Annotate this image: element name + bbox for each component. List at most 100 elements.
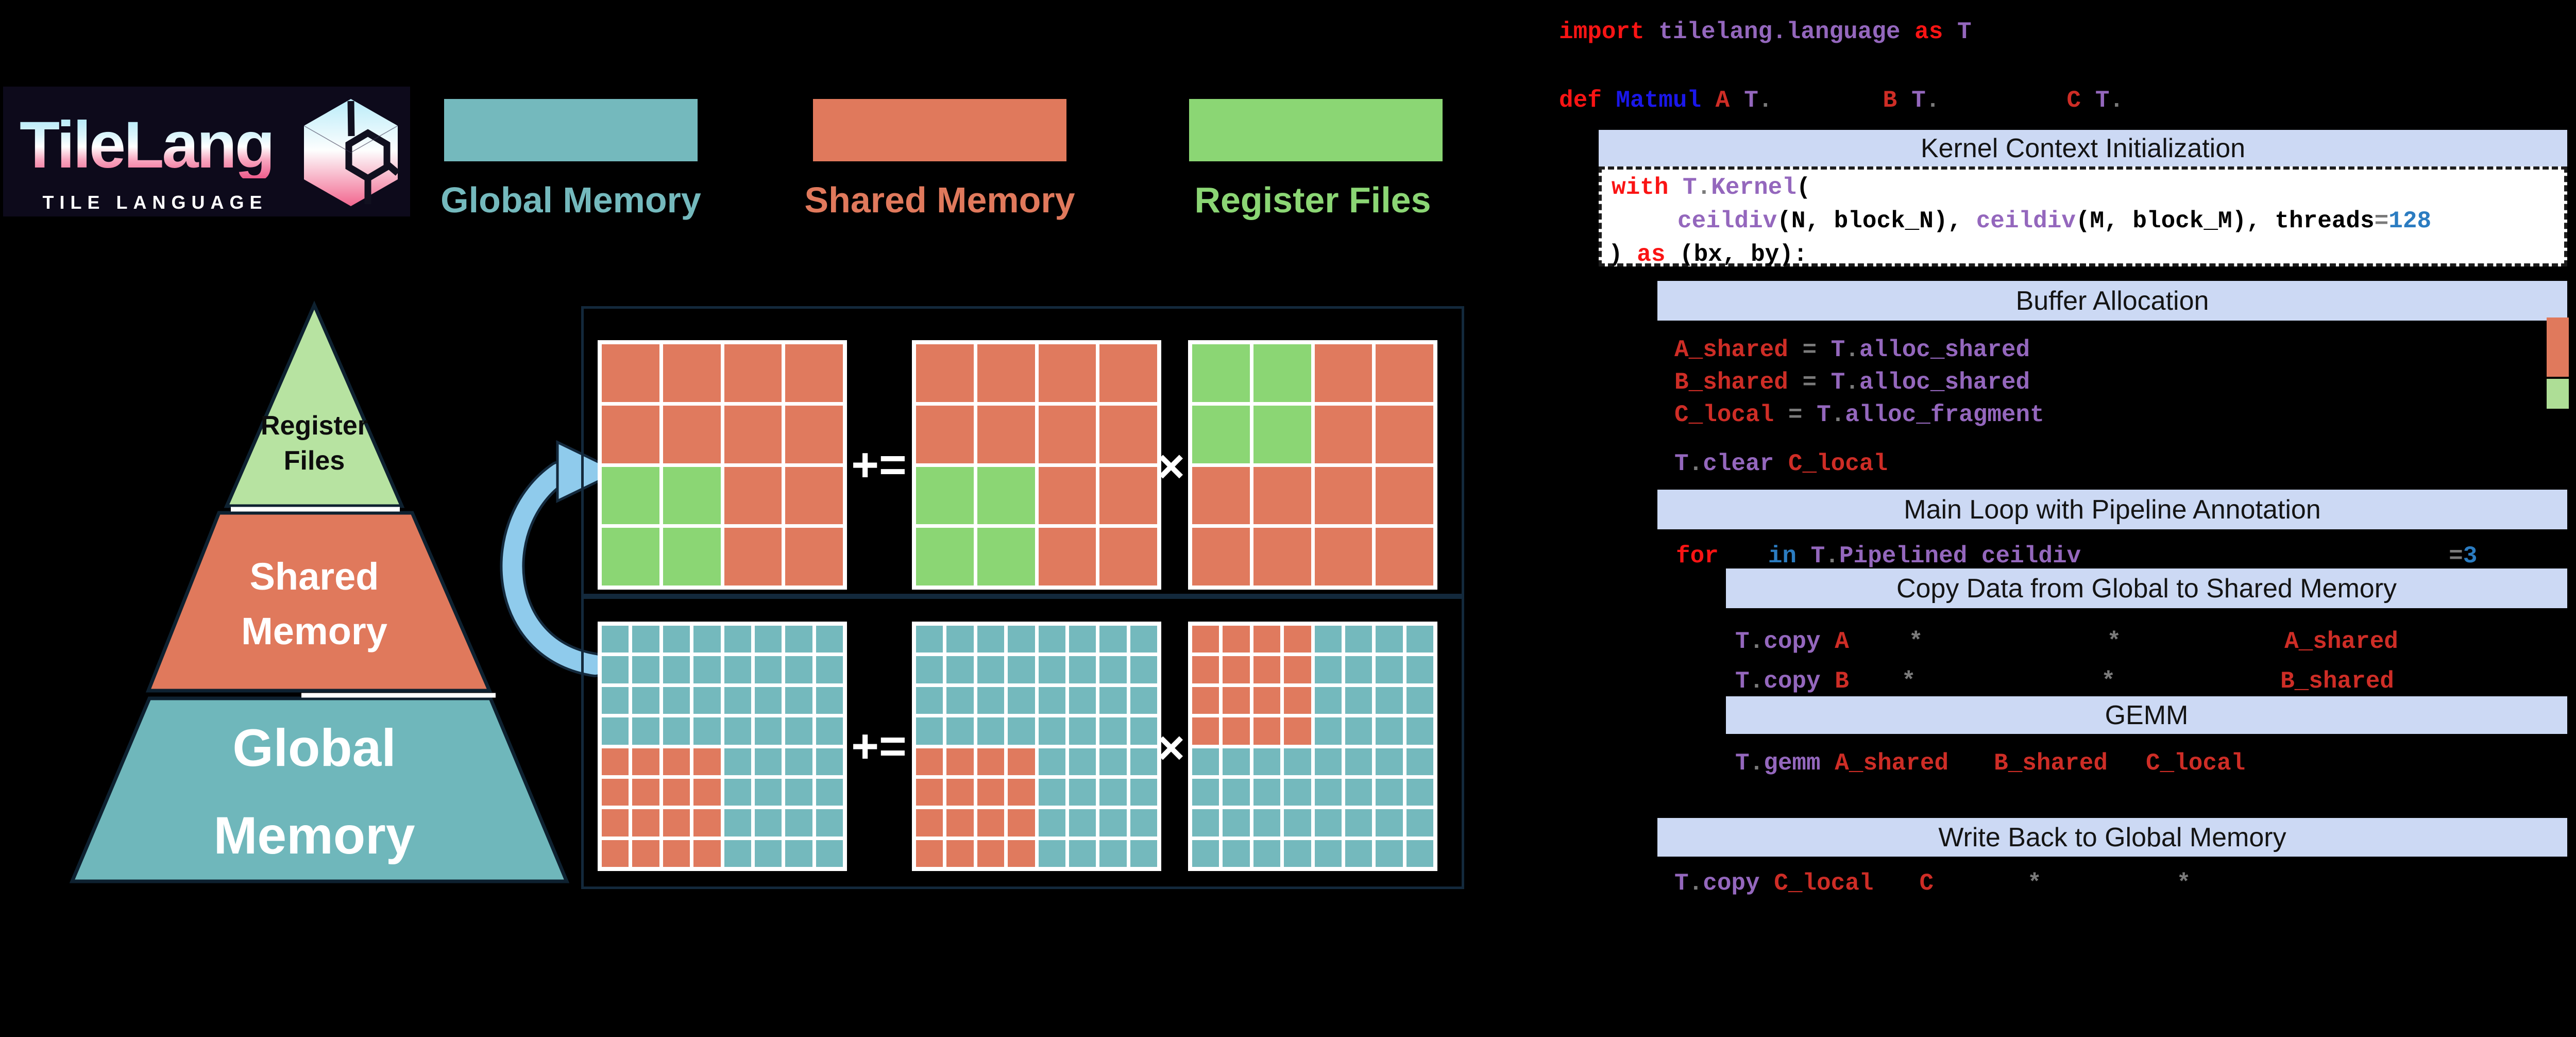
matrix-cell bbox=[1253, 778, 1281, 806]
matrix-cell bbox=[1192, 656, 1219, 683]
matrix-cell bbox=[785, 840, 812, 867]
matrix-cell bbox=[1223, 656, 1250, 683]
matrix-cell bbox=[946, 840, 974, 867]
code-token: (M, block_M), bbox=[2075, 208, 2275, 235]
matrix-cell bbox=[1253, 656, 1281, 683]
matrix-cell bbox=[946, 687, 974, 714]
legend-label-global: Global Memory bbox=[440, 180, 701, 220]
code-gap bbox=[2042, 889, 2177, 890]
matrix-cell bbox=[916, 466, 974, 525]
code-token: C_local bbox=[2145, 750, 2246, 777]
matrix-cell bbox=[916, 840, 943, 867]
code-token: as bbox=[1637, 241, 1680, 268]
code-token: T bbox=[1674, 870, 1689, 897]
code-token: alloc_fragment bbox=[1845, 402, 2044, 428]
matrix-cell bbox=[1038, 626, 1065, 653]
memory-pyramid bbox=[69, 300, 570, 883]
matrix-cell bbox=[916, 687, 943, 714]
matrix-cell bbox=[1069, 748, 1096, 775]
matrix-cell bbox=[1376, 528, 1433, 586]
kernel-context-box bbox=[1599, 166, 2567, 266]
code-gap bbox=[1934, 889, 2027, 890]
matrix-cell bbox=[1376, 626, 1403, 653]
matrix-cell bbox=[977, 687, 1005, 714]
matrix-cell bbox=[724, 626, 751, 653]
matrix-cell bbox=[977, 528, 1035, 586]
code-token: . bbox=[1925, 87, 1940, 114]
code-token: threads bbox=[2275, 208, 2375, 235]
section-header-copy-global-to-shared: Copy Data from Global to Shared Memory bbox=[1726, 568, 2567, 608]
matrix-cell bbox=[785, 778, 812, 806]
matrix-cell bbox=[632, 717, 659, 745]
matrix-cell bbox=[724, 717, 751, 745]
matrix-cell bbox=[1069, 778, 1096, 806]
matrix-cell bbox=[1314, 656, 1342, 683]
matrix-cell bbox=[724, 748, 751, 775]
code-token: copy bbox=[1703, 870, 1774, 897]
code-token: * bbox=[2027, 870, 2042, 897]
matrix-cell bbox=[693, 748, 721, 775]
matrix-cell bbox=[946, 778, 974, 806]
matrix-cell bbox=[693, 717, 721, 745]
code-line: with T.Kernel( bbox=[1612, 173, 1811, 203]
matrix-cell bbox=[1069, 809, 1096, 837]
matrix-cell bbox=[1192, 344, 1250, 402]
matrix-cell bbox=[816, 840, 843, 867]
section-header-main-loop: Main Loop with Pipeline Annotation bbox=[1657, 490, 2567, 529]
matrix-cell bbox=[916, 528, 974, 586]
matrix-cell bbox=[1253, 748, 1281, 775]
code-line: ceildiv(N, block_N), ceildiv(M, block_M)… bbox=[1677, 206, 2431, 236]
logo-title: TileLang bbox=[20, 112, 298, 178]
matrix-cell bbox=[663, 528, 721, 586]
code-token: . bbox=[1749, 750, 1764, 777]
matrix-cell bbox=[754, 748, 782, 775]
code-gap bbox=[2081, 106, 2095, 107]
code-line: B_shared = T.alloc_shared bbox=[1674, 367, 2030, 397]
matrix-cell bbox=[1253, 626, 1281, 653]
matrix-cell bbox=[1099, 717, 1127, 745]
code-token: alloc_shared bbox=[1859, 337, 2030, 363]
matrix-cell bbox=[663, 687, 690, 714]
register-file-color-bar bbox=[2547, 379, 2569, 409]
matrix-cell bbox=[632, 809, 659, 837]
code-gap bbox=[1719, 561, 1768, 562]
code-token: T bbox=[1831, 369, 1845, 396]
matrix-cell bbox=[1345, 840, 1372, 867]
matrix-cell bbox=[1223, 840, 1250, 867]
matrix-cell bbox=[1253, 717, 1281, 745]
matrix-cell bbox=[785, 344, 843, 402]
matrix-cell bbox=[1314, 405, 1372, 463]
matrix-cell bbox=[977, 717, 1005, 745]
matrix-cell bbox=[693, 626, 721, 653]
matrix-cell bbox=[816, 687, 843, 714]
code-token: B bbox=[1883, 87, 1897, 114]
matrix-cell bbox=[977, 656, 1005, 683]
code-token: = bbox=[2374, 208, 2389, 235]
matrix-cell bbox=[1099, 626, 1127, 653]
matrix-cell bbox=[1314, 809, 1342, 837]
code-token: def bbox=[1559, 87, 1616, 114]
matrix-cell bbox=[754, 626, 782, 653]
matrix-cell bbox=[1314, 717, 1342, 745]
matrix-cell bbox=[946, 656, 974, 683]
matrix-cell bbox=[602, 778, 629, 806]
matrix-cell bbox=[1406, 809, 1433, 837]
matrix-cell bbox=[1284, 626, 1311, 653]
matrix-cell bbox=[977, 840, 1005, 867]
matrix-cell bbox=[1314, 466, 1372, 525]
matrix-cell bbox=[1192, 840, 1219, 867]
matrix-cell bbox=[1038, 344, 1096, 402]
code-gap bbox=[1849, 647, 1909, 648]
matrix-cell bbox=[632, 748, 659, 775]
code-token: * bbox=[1901, 668, 1916, 695]
matrix-cell bbox=[1038, 748, 1065, 775]
matrix-cell bbox=[977, 344, 1035, 402]
matrix-cell bbox=[1284, 717, 1311, 745]
code-gap bbox=[1873, 889, 1919, 890]
matrix-cell bbox=[663, 717, 690, 745]
code-token: C bbox=[2066, 87, 2081, 114]
matrix-cell bbox=[663, 626, 690, 653]
matrix-cell bbox=[1284, 687, 1311, 714]
